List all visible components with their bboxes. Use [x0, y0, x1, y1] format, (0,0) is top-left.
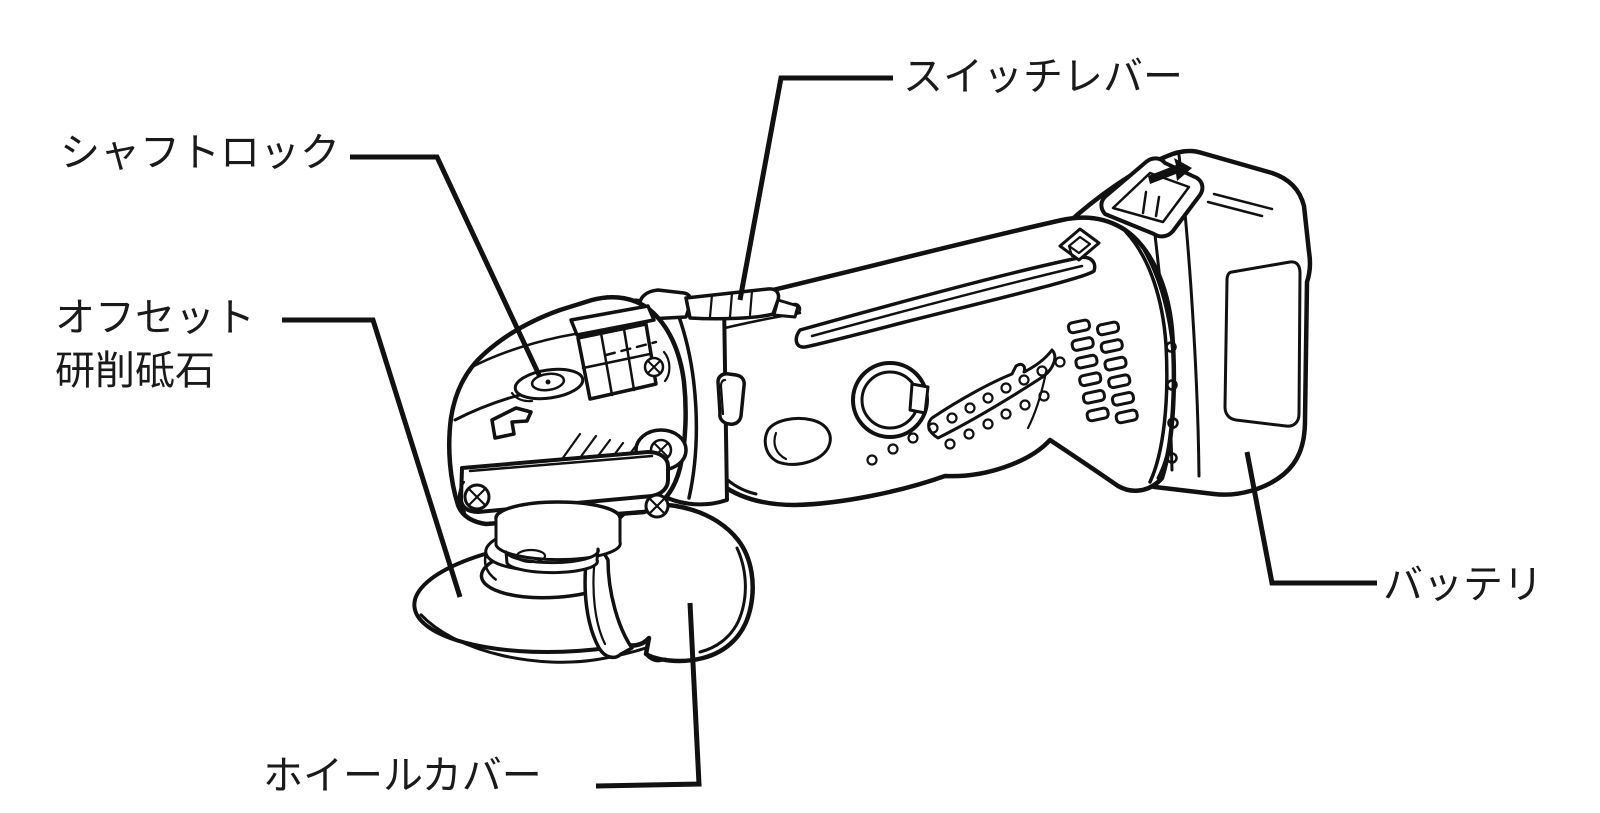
battery-label-recess: [1223, 260, 1302, 428]
rivet: [1165, 341, 1177, 353]
battery-release-slider: [1099, 156, 1205, 239]
shaft-lock-button: [510, 367, 585, 403]
flange-screw: [644, 493, 670, 519]
label-shaft-lock: シャフトロック: [60, 130, 340, 176]
label-switch-lever: スイッチレバー: [903, 54, 1183, 100]
battery-latch: [1058, 227, 1101, 262]
leader-switch-lever: [737, 75, 893, 301]
flange-screw: [457, 480, 491, 514]
leader-battery: [1244, 451, 1377, 586]
rivet: [1167, 417, 1179, 429]
side-button: [716, 372, 746, 426]
leader-offset-wheel: [282, 317, 463, 598]
label-offset-grinding-wheel: オフセット 研削砥石: [55, 292, 255, 398]
rivet: [1166, 452, 1178, 464]
label-offset-line1: オフセット: [55, 295, 255, 341]
label-offset-line2: 研削砥石: [55, 348, 215, 394]
brush-cap: [851, 361, 930, 439]
motor-housing: [691, 215, 1179, 508]
label-battery: バッテリ: [1383, 562, 1543, 608]
wheel-cover: [583, 502, 755, 664]
leader-wheel-cover: [595, 602, 702, 789]
leader-lines: [282, 75, 1377, 789]
switch-lever: [637, 287, 800, 321]
vent-slots: [1066, 318, 1139, 425]
leader-shaft-lock: [350, 154, 543, 379]
head-vent-grid: [569, 304, 658, 401]
grip-dots: [866, 356, 1066, 466]
rivet: [1166, 379, 1178, 391]
label-wheel-cover: ホイールカバー: [263, 753, 542, 799]
spindle-flange: [457, 450, 670, 575]
slider-arrow-icon: [1148, 158, 1192, 184]
rotation-arrow-icon: [490, 406, 533, 440]
head-screw: [643, 350, 671, 383]
